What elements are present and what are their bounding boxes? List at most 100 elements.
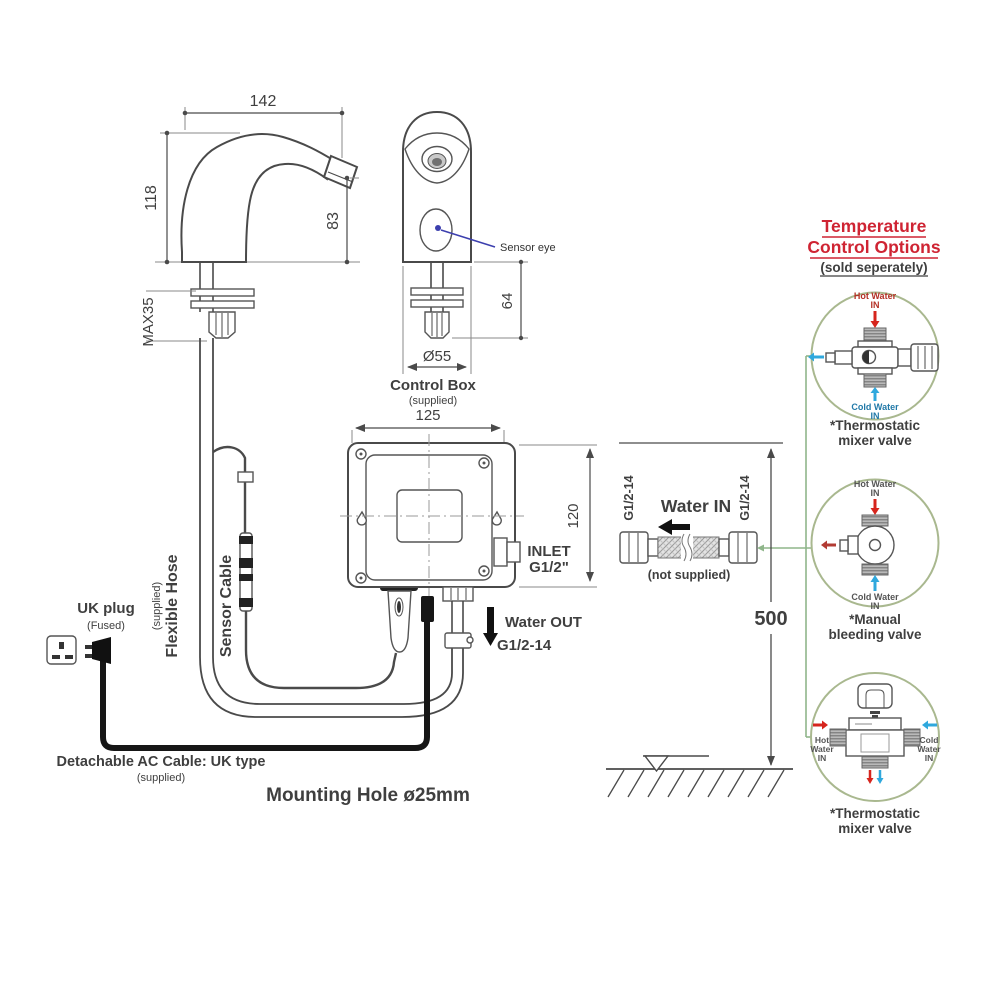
height-500-and-ground: 500 [606,448,793,798]
control-box-title: Control Box [390,377,476,394]
temp-options-title-1: Temperature [822,216,927,236]
socket-pin [65,655,73,659]
temperature-control-options: Temperature Control Options (sold sepera… [805,216,941,836]
ac-cable-note-sub: (supplied) [137,772,185,784]
ac-cable [100,617,430,751]
water-in-assembly: G1/2-14 G1/2-14 Water IN (not supplied) [619,442,813,582]
valve-bottom-port [861,563,889,576]
sensor-plug-slot [394,597,404,617]
dim-64-label: 64 [499,293,516,310]
option3-caption-2: mixer valve [838,821,912,836]
cold-label-3: IN [925,753,934,763]
hot-water-label: Hot Water [854,479,897,489]
inlet-thread-label: G1/2" [529,559,569,576]
water-in-label: Water IN [661,496,731,516]
flexi-hose [619,531,758,564]
valve-bottom-port [863,373,887,388]
connector-band [239,598,253,607]
option1-caption-1: *Thermostatic [830,418,921,433]
green-connector-arrow [757,544,764,552]
socket-pin [52,655,60,659]
dimension-83: 83 [325,175,359,265]
datum-triangle [643,755,670,773]
front-flange-bottom [410,299,464,308]
valve-right-port [903,728,921,747]
plug-pin [85,654,92,658]
option-thermostatic-mixer-2: Hot Water IN Cold Water IN [810,672,941,802]
sensor-cable-upper [212,445,247,533]
valve-center [868,538,882,552]
valve-stem-mark [872,715,878,718]
dimension-142: 142 [182,93,345,158]
connector-band [239,574,253,581]
valve-left-collar [847,535,859,555]
dim-142-label: 142 [250,93,277,110]
cold-water-label: Cold Water [851,592,899,602]
valve-body-inner [860,733,890,753]
sensor-cable-clip [237,471,254,483]
flexible-hose-sub: (supplied) [151,582,163,630]
hot-label-3: IN [818,753,827,763]
water-out-thread: G1/2-14 [497,637,552,654]
cold-arrow-head [870,387,880,393]
cold-in-label: IN [871,601,880,611]
wall-socket-icon [46,635,77,665]
connector-band [239,558,253,568]
thread-label-left: G1/2-14 [622,475,636,520]
dim-55-label: Ø55 [423,348,451,365]
front-flange-top [410,287,464,296]
cold-arrow-head [922,720,928,730]
hot-in-label: IN [871,488,880,498]
inlet-label: INLET [527,543,570,560]
mixed-out-arrow-head [808,352,814,362]
water-out-arrow [483,607,498,646]
option3-caption-1: *Thermostatic [830,806,921,821]
inlet-fitting-tip [506,541,521,563]
valve-handle-notch [865,689,885,708]
dimension-max35: MAX35 [140,290,207,347]
valve-bottom-flange [857,367,893,375]
uk-plug-label: UK plug [77,600,135,617]
valve-left-tip [839,539,849,552]
dimension-125: 125 [351,407,505,443]
sensor-cable-lower [244,611,398,690]
valve-outlet [834,350,853,365]
hot-label-2: Water [810,744,834,754]
hot-arrow-head [870,508,880,515]
uk-plug-sub: (Fused) [87,620,125,632]
water-out-fitting [442,586,474,649]
valve-neck [897,348,912,367]
valve-dial-crescent [862,350,869,364]
dim-120-label: 120 [565,503,582,528]
inlet-fitting [493,537,508,567]
sensor-eye-pointer [440,229,496,248]
deck-flange-bottom [190,300,255,309]
cold-water-label: Cold Water [851,402,899,412]
valve-left-port [829,728,847,747]
option2-caption-2: bleeding valve [828,627,922,642]
flexible-hose-label: Flexible Hose [164,554,181,657]
dimension-120: 120 [519,444,597,588]
uk-plug: UK plug (Fused) [46,600,135,665]
temp-options-subtitle: (sold seperately) [820,260,927,275]
hot-in-label: IN [871,300,880,310]
spout-aerator-line [327,171,354,183]
faucet-side-view: 142 118 83 MAX35 [140,93,360,347]
valve-stem-mark [870,711,880,714]
dimension-55: Ø55 [402,266,472,374]
control-box-screws [355,448,490,584]
not-supplied-label: (not supplied) [648,568,731,582]
water-out-label: Water OUT [505,614,582,631]
dim-118-label: 118 [143,185,160,211]
ac-cable-note: Detachable AC Cable: UK type [57,754,266,770]
aerator-core [432,158,442,166]
dim-125-label: 125 [415,407,440,424]
dimension-118: 118 [143,130,240,265]
dim-83-label: 83 [325,212,342,230]
mixed-out-hot-head [866,778,874,784]
dimension-64: 64 [452,259,528,341]
hose-break [681,533,693,561]
water-in-arrow [658,519,690,535]
